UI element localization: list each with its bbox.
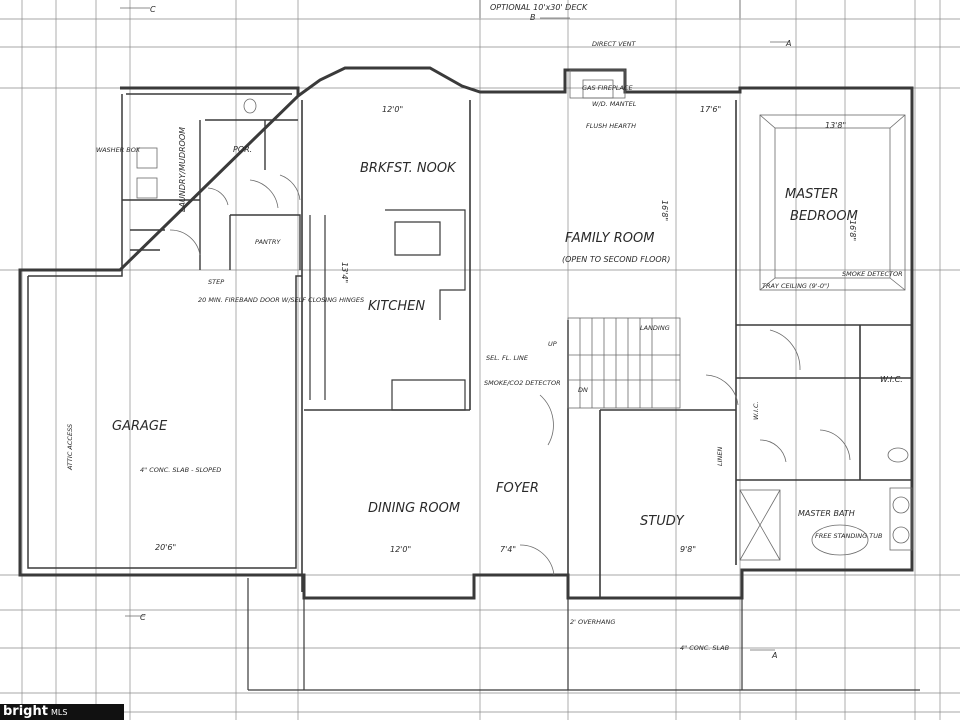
dim-master-depth: 16'8" <box>848 220 857 241</box>
label-master-1: MASTER <box>785 187 839 202</box>
room-labels: MASTER BEDROOM FAMILY ROOM (OPEN TO SECO… <box>112 127 903 529</box>
section-mark-a-top: A <box>785 39 791 48</box>
drawing-notes: OPTIONAL 10'x30' DECK DIRECT VENT GAS FI… <box>66 3 903 652</box>
note-slab: 4" CONC. SLAB - SLOPED <box>140 466 221 474</box>
note-up: UP <box>548 340 557 348</box>
note-smoke-co: SMOKE/CO2 DETECTOR <box>484 379 561 387</box>
label-master-2: BEDROOM <box>790 209 858 224</box>
dim-family-width: 17'6" <box>700 105 721 114</box>
note-mantel: W/D. MANTEL <box>592 100 637 108</box>
note-tray: TRAY CEILING (9'-0") <box>762 282 830 290</box>
dim-dining-width: 12'0" <box>390 545 411 554</box>
label-family-room: FAMILY ROOM <box>565 231 654 246</box>
label-pantry: PANTRY <box>255 238 281 246</box>
label-kitchen: KITCHEN <box>368 299 425 314</box>
label-wic: W.I.C. <box>880 375 903 384</box>
note-wic-small: W.I.C. <box>752 401 760 420</box>
dim-master-width: 13'8" <box>825 121 846 130</box>
label-study: STUDY <box>640 514 685 529</box>
note-smoke: SMOKE DETECTOR <box>842 270 903 278</box>
note-deck: OPTIONAL 10'x30' DECK <box>490 3 588 12</box>
label-master-bath: MASTER BATH <box>798 509 855 518</box>
dim-foyer-width: 7'4" <box>500 545 516 554</box>
section-mark-c-top: C <box>150 5 156 14</box>
section-mark-a-bottom: A <box>771 651 777 660</box>
dim-study-width: 9'8" <box>680 545 696 554</box>
note-direct-vent: DIRECT VENT <box>592 40 637 48</box>
label-laundry: LAUNDRY/MUDROOM <box>178 127 187 212</box>
dim-garage-width: 20'6" <box>155 543 176 552</box>
label-garage: GARAGE <box>112 419 168 434</box>
note-attic: ATTIC ACCESS <box>66 424 74 471</box>
section-mark-c-bottom: C <box>140 613 146 622</box>
note-washer: WASHER BOX <box>96 146 141 154</box>
note-gas-fireplace: GAS FIREPLACE <box>582 84 633 92</box>
dim-nook-width: 12'0" <box>382 105 403 114</box>
note-overhang: 2' OVERHANG <box>570 618 615 626</box>
dim-family-depth: 16'8" <box>660 200 669 221</box>
note-fire-door: 20 MIN. FIREBAND DOOR W/SELF CLOSING HIN… <box>198 296 364 304</box>
note-hearth: FLUSH HEARTH <box>586 122 636 130</box>
label-foyer: FOYER <box>496 481 539 496</box>
section-mark-b: B <box>530 13 536 22</box>
note-sel-fl-line: SEL. FL. LINE <box>486 354 529 362</box>
exterior-walls <box>18 0 920 691</box>
label-nook: BRKFST. NOOK <box>360 161 457 176</box>
label-powder: POR. <box>233 145 252 154</box>
watermark-brand: bright <box>3 704 48 719</box>
section-markers: C B A C A <box>120 5 791 660</box>
note-slab-front: 4" CONC. SLAB <box>680 644 730 652</box>
watermark-mls: MLS <box>50 708 68 717</box>
note-dn: DN <box>578 386 588 394</box>
note-tub: FREE STANDING TUB <box>815 532 883 540</box>
dim-kitchen-depth: 13'4" <box>340 262 349 283</box>
dimension-labels: 12'0" 17'6" 13'8" 16'8" 16'8" 20'6" 12'0… <box>155 105 857 554</box>
note-linen: LINEN <box>716 446 724 466</box>
note-landing: LANDING <box>640 324 670 332</box>
label-family-note: (OPEN TO SECOND FLOOR) <box>562 255 670 264</box>
label-dining: DINING ROOM <box>368 501 460 516</box>
note-step: STEP <box>208 278 224 286</box>
